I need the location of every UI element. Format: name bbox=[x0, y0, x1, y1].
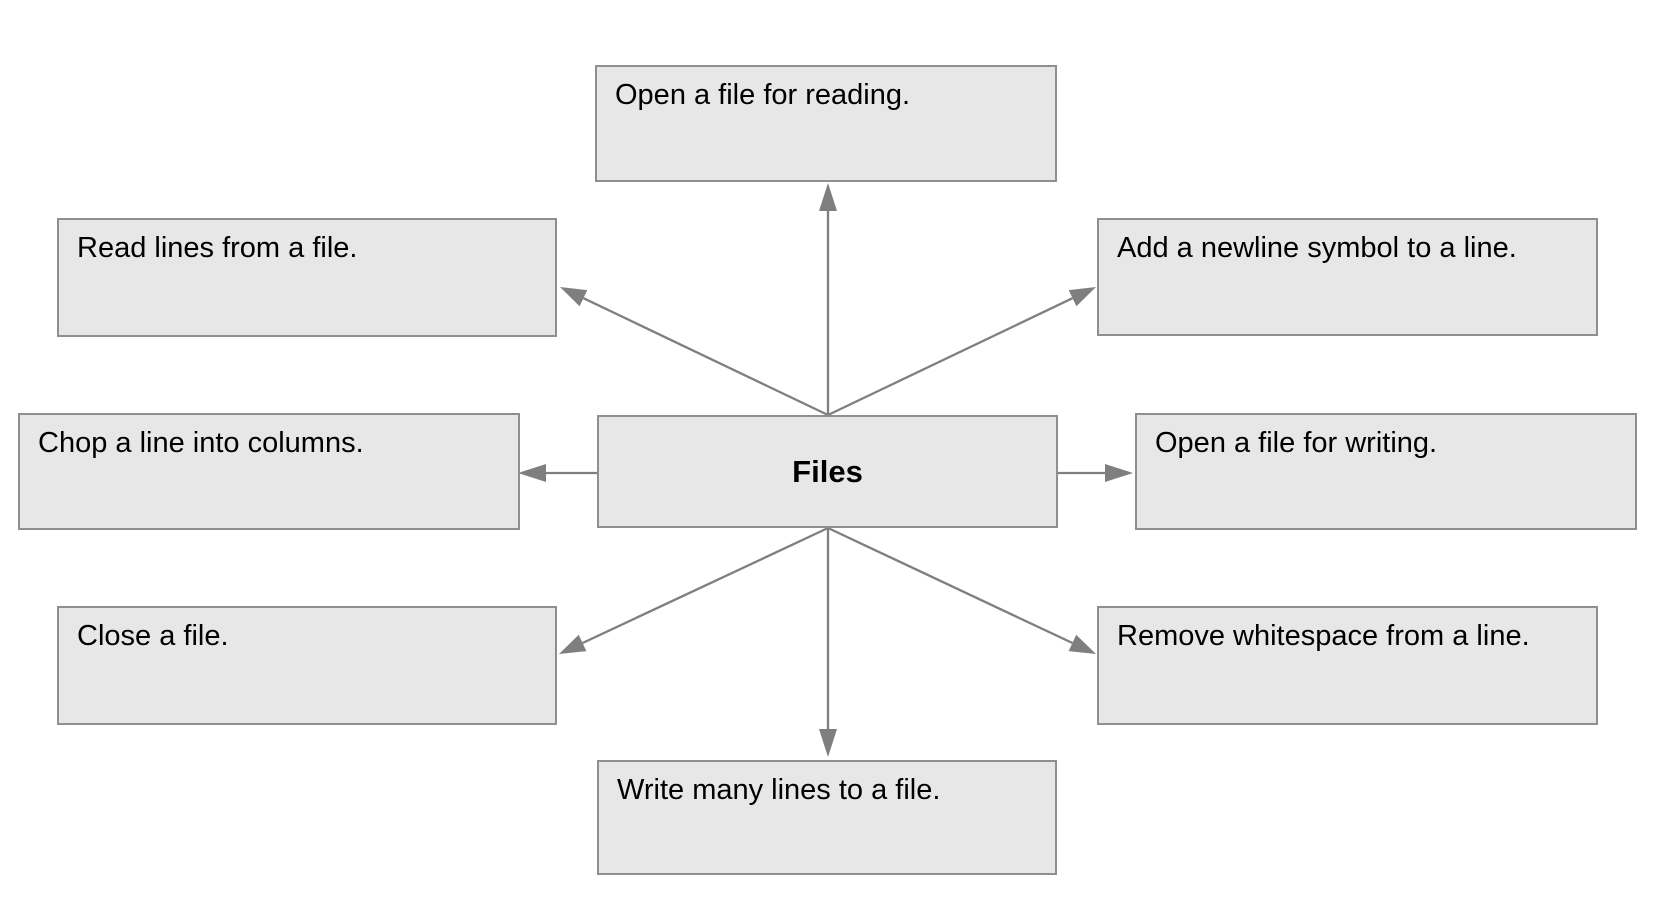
node-remove-whitespace: Remove whitespace from a line. bbox=[1097, 606, 1598, 725]
arrow-files-to-remove-whitespace bbox=[827, 526, 1096, 654]
arrow-files-to-open-writing bbox=[1058, 464, 1133, 482]
node-add-newline: Add a newline symbol to a line. bbox=[1097, 218, 1598, 336]
node-write-many-lines: Write many lines to a file. bbox=[597, 760, 1057, 875]
node-open-file-reading: Open a file for reading. bbox=[595, 65, 1057, 182]
node-chop-line: Chop a line into columns. bbox=[18, 413, 520, 530]
node-open-file-writing: Open a file for writing. bbox=[1135, 413, 1637, 530]
node-read-lines-label: Read lines from a file. bbox=[77, 232, 358, 264]
node-close-file: Close a file. bbox=[57, 606, 557, 725]
node-remove-whitespace-label: Remove whitespace from a line. bbox=[1117, 620, 1530, 652]
node-close-file-label: Close a file. bbox=[77, 620, 229, 652]
arrow-files-to-chop-line bbox=[518, 464, 597, 482]
node-chop-line-label: Chop a line into columns. bbox=[38, 427, 364, 459]
arrow-files-to-write-lines bbox=[819, 528, 837, 757]
arrow-files-to-read-lines bbox=[560, 287, 829, 417]
arrow-files-to-open-reading bbox=[819, 183, 837, 415]
node-write-many-lines-label: Write many lines to a file. bbox=[617, 774, 941, 806]
node-files-center: Files bbox=[597, 415, 1058, 528]
arrow-files-to-add-newline bbox=[827, 287, 1096, 417]
node-open-file-writing-label: Open a file for writing. bbox=[1155, 427, 1438, 459]
node-files-center-label: Files bbox=[792, 453, 863, 489]
node-add-newline-label: Add a newline symbol to a line. bbox=[1117, 232, 1517, 264]
arrow-files-to-close-file bbox=[559, 526, 829, 654]
node-open-file-reading-label: Open a file for reading. bbox=[615, 79, 911, 111]
node-read-lines: Read lines from a file. bbox=[57, 218, 557, 337]
